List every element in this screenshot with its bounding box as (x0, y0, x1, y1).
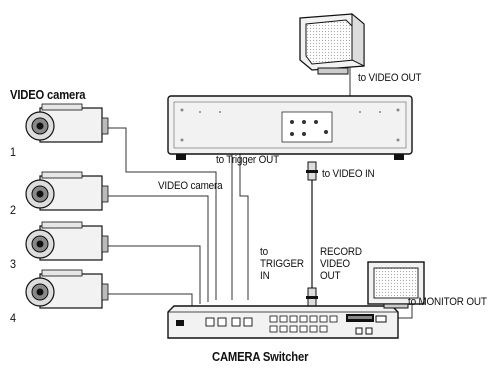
cable-camera-2 (100, 195, 209, 302)
label-to-video-in: to VIDEO IN (322, 168, 375, 180)
label-to-video-out: to VIDEO OUT (358, 72, 422, 84)
camera-number-3: 3 (10, 257, 16, 271)
label-record-video-out: RECORD VIDEO OUT (320, 246, 362, 282)
camera-1 (25, 103, 109, 143)
cable-camera-4 (100, 293, 193, 306)
camera-2 (25, 171, 109, 211)
bnc-plug-video-in (306, 161, 318, 181)
camera-3 (25, 221, 109, 261)
monitor-top (299, 12, 365, 75)
vcr-unit (167, 95, 413, 160)
cable-trigger (239, 148, 249, 300)
bnc-plug-record-out (306, 287, 318, 307)
cable-camera-1 (100, 127, 217, 300)
camera-4 (25, 269, 109, 309)
label-video-camera-line: VIDEO camera (158, 180, 223, 192)
label-to-trigger-out: to Trigger OUT (216, 154, 279, 166)
camera-number-2: 2 (10, 203, 16, 217)
camera-switcher-unit (167, 305, 399, 339)
cable-camera-3 (100, 245, 201, 304)
camera-number-4: 4 (10, 311, 16, 325)
camera-switcher-caption: CAMERA Switcher (212, 350, 309, 364)
label-to-monitor-out: to MONITOR OUT (408, 296, 487, 308)
video-camera-heading: VIDEO camera (10, 88, 86, 102)
label-to-trigger-in: to TRIGGER IN (260, 246, 304, 282)
monitor-right (367, 261, 425, 309)
camera-number-1: 1 (10, 145, 16, 159)
cables (100, 56, 413, 319)
